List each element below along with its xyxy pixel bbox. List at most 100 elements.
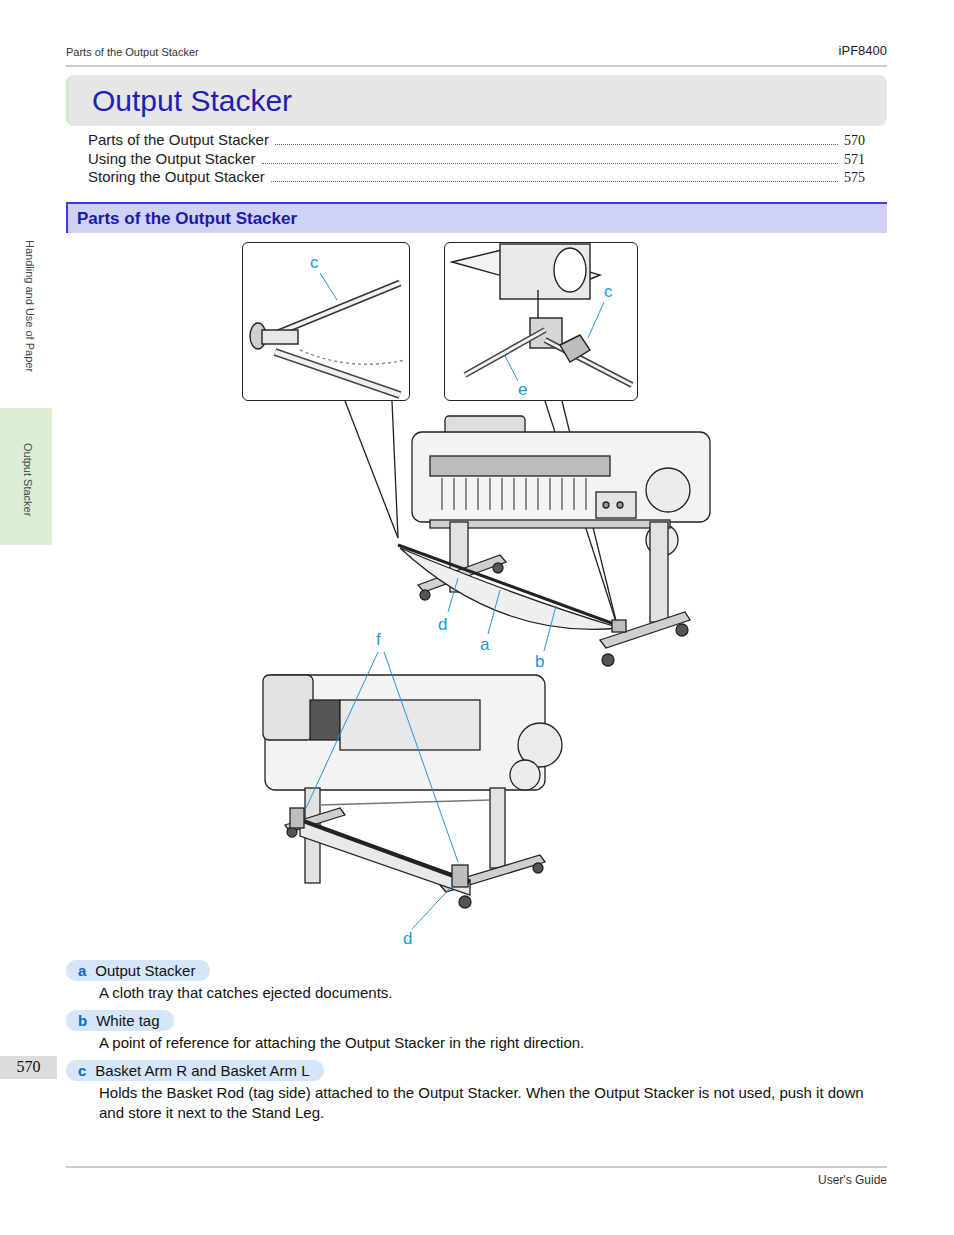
page-title: Output Stacker: [92, 84, 292, 118]
printer-back-view-part: [384, 652, 458, 862]
part-letter: c: [78, 1062, 86, 1079]
side-tab-band-part: [0, 408, 52, 545]
printer-back-view-part: [490, 788, 505, 868]
printer-front-view-part: [676, 624, 688, 636]
inset-illustration-left-part: [275, 352, 400, 395]
title-band: Output Stacker: [66, 75, 887, 126]
printer-back-view-part: [263, 675, 313, 740]
rule-line: [66, 66, 887, 1167]
printer-front-view-part: [544, 606, 556, 651]
callout-wedge-part: [392, 401, 398, 538]
drawing-part: [442, 478, 586, 510]
inset-illustration-right-part: [505, 356, 518, 381]
side-tab-band: [0, 408, 52, 545]
part-tag: aOutput Stacker: [66, 960, 210, 981]
drawing-part-part: [465, 478, 466, 510]
printer-front-view-part: [412, 432, 710, 522]
inset-illustration-right-part: [560, 335, 590, 362]
inset-illustration-left-part: [262, 330, 298, 344]
printer-back-view-part: [440, 855, 545, 892]
callout-letter: c: [310, 253, 319, 273]
running-header: Parts of the Output Stacker: [66, 46, 199, 58]
printer-front-view-part: [612, 620, 626, 632]
part-letter: b: [78, 1012, 87, 1029]
side-chapter-label: Handling and Use of Paper: [24, 240, 36, 372]
part-description: Holds the Basket Rod (tag side) attached…: [99, 1083, 869, 1123]
drawing-part-part: [585, 478, 586, 510]
inset-illustration-left-part: [275, 352, 400, 395]
part-letter: a: [78, 962, 86, 979]
drawing-part-part: [549, 478, 550, 510]
part-name: White tag: [96, 1012, 159, 1029]
part-tag: b White tag: [66, 1010, 174, 1031]
model-name: iPF8400: [839, 43, 887, 58]
part-name: Basket Arm R and Basket Arm L: [95, 1062, 309, 1079]
callout-letter: f: [376, 630, 381, 650]
printer-front-view-part: [602, 654, 614, 666]
toc-entry: Storing the Output Stacker: [88, 168, 265, 185]
drawing-part-part: [441, 478, 442, 510]
toc-page-number: 575: [844, 170, 865, 186]
drawing-part-part: [525, 478, 526, 510]
running-footer: User's Guide: [818, 1173, 887, 1187]
inset-illustration-right-part: [465, 330, 545, 375]
drawing-part-part: [513, 478, 514, 510]
printer-front-view-part: [646, 468, 690, 512]
printer-back-view-part: [459, 896, 471, 908]
printer-front-view-part: [488, 590, 500, 634]
callout-letter: b: [535, 652, 544, 672]
printer-back-view-part: [510, 760, 540, 790]
drawing-part-part: [573, 478, 574, 510]
printer-front-view-part: [617, 502, 623, 508]
printer-front-view-part: [430, 456, 610, 476]
inset-illustration-right-part: [588, 302, 604, 338]
rule-line-part: [66, 66, 887, 67]
section-heading: Parts of the Output Stacker: [77, 209, 297, 229]
toc-leader: [262, 153, 838, 164]
printer-front-view-part: [493, 563, 503, 573]
rule-line-part: [66, 1167, 887, 1168]
page-number-box: 570: [0, 1056, 57, 1079]
inset-frame: c: [242, 242, 410, 401]
part-description: A point of reference for attaching the O…: [99, 1033, 869, 1053]
inset-illustration-left-part: [268, 283, 400, 337]
printer-back-view-part: [290, 808, 304, 828]
toc-leader: [275, 134, 838, 145]
callout-letter: c: [604, 282, 613, 302]
printer-front-view-part: [400, 548, 620, 629]
inset-illustration-right-part: [465, 330, 545, 375]
printer-back-view-part: [295, 818, 470, 882]
printer-front-view: [398, 416, 710, 666]
inset-illustration-left: [250, 273, 405, 395]
toc-page-number: 570: [844, 133, 865, 149]
drawing-part-part: [561, 478, 562, 510]
side-tab: Output Stacker: [0, 408, 52, 545]
printer-back-view-part: [306, 652, 378, 808]
part-tag: c Basket Arm R and Basket Arm L: [66, 1060, 324, 1081]
drawing-part-part: [489, 478, 490, 510]
callout-letter: d: [403, 929, 412, 949]
section-band: Parts of the Output Stacker: [66, 202, 887, 233]
toc-row: Parts of the Output Stacker570: [88, 131, 865, 150]
printer-back-view: [263, 652, 562, 929]
printer-back-view-part: [533, 863, 543, 873]
toc-entry: Using the Output Stacker: [88, 150, 256, 167]
callout-letter: d: [438, 615, 447, 635]
side-tab-label: Output Stacker: [22, 443, 34, 516]
inset-illustration-right: [452, 244, 632, 385]
inset-illustration-left-part: [300, 350, 405, 364]
printer-front-view-part: [650, 522, 668, 622]
inset-illustration-left-part: [320, 273, 337, 300]
callout-letter: a: [480, 635, 489, 655]
printer-front-view-part: [603, 502, 609, 508]
inset-illustration-right-part: [500, 244, 590, 299]
printer-front-view-part: [448, 578, 458, 612]
printer-front-view-part: [596, 492, 636, 518]
inset-illustration-right-part: [554, 248, 586, 292]
toc-row: Using the Output Stacker 571: [88, 150, 865, 169]
printer-front-view-part: [600, 612, 690, 648]
printer-front-view-part: [420, 590, 430, 600]
toc-page-number: 571: [844, 152, 865, 168]
drawing-part-part: [537, 478, 538, 510]
inset-illustration-right-part: [537, 290, 538, 320]
